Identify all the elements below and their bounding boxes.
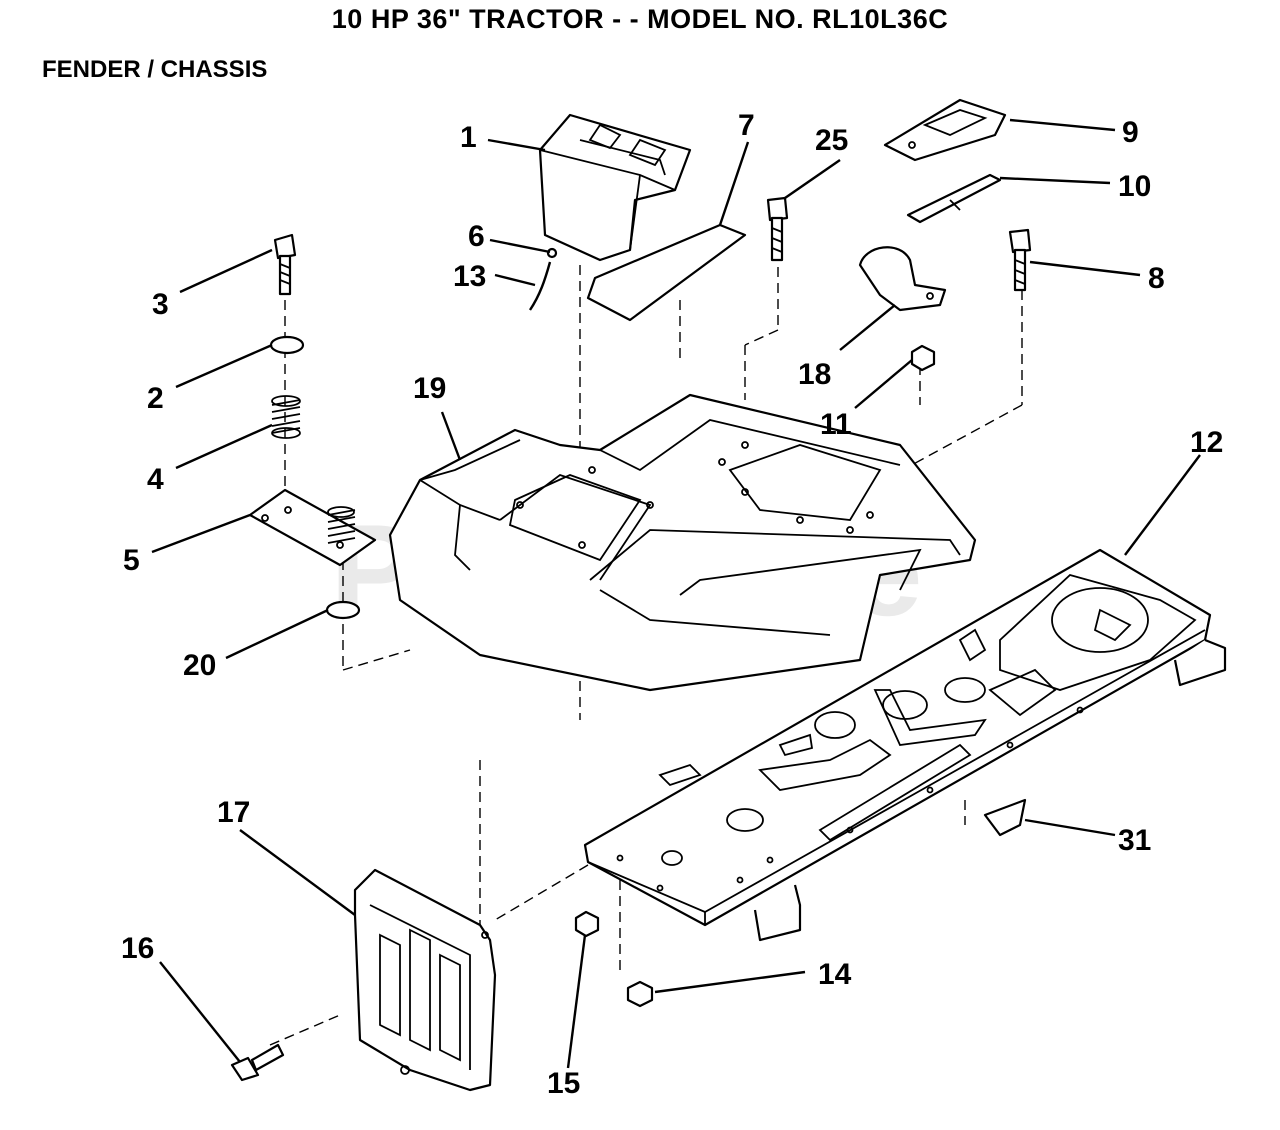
- clamp-part-18: [858, 246, 947, 312]
- callout-2: 2: [147, 382, 164, 415]
- nut-part-11: [910, 344, 936, 372]
- callout-labels: 1 7 25 9 10 6 13 8 3 18 2 19 11 12 4 5 2…: [121, 109, 1223, 1100]
- callout-13: 13: [453, 260, 486, 293]
- callout-4: 4: [147, 463, 164, 496]
- callout-5: 5: [123, 544, 140, 577]
- nut-part-14: [626, 980, 654, 1008]
- callout-10: 10: [1118, 170, 1151, 203]
- plate-part-31: [983, 798, 1027, 837]
- callout-11: 11: [820, 408, 852, 441]
- leader-lines: [151, 118, 1201, 1069]
- callout-15: 15: [547, 1067, 580, 1100]
- washer-part-2: [269, 335, 305, 355]
- callout-19: 19: [413, 372, 446, 405]
- bolt-part-8: [1008, 228, 1032, 292]
- spring-part-4: [271, 395, 301, 439]
- callout-7: 7: [738, 109, 755, 142]
- nut-part-15: [574, 910, 600, 938]
- plate-part-10: [906, 173, 1002, 224]
- diagram-title: 10 HP 36" TRACTOR - - MODEL NO. RL10L36C: [331, 4, 949, 34]
- callout-14: 14: [818, 958, 852, 991]
- bolt-part-16: [230, 1043, 285, 1082]
- section-subtitle: FENDER / CHASSIS: [42, 56, 268, 83]
- callout-20: 20: [183, 649, 216, 682]
- callout-17: 17: [217, 796, 250, 829]
- callout-12: 12: [1190, 426, 1223, 459]
- bracket-plate-part-17: [353, 868, 497, 1092]
- bolt-part-25: [766, 196, 789, 262]
- washer-part-20: [325, 600, 361, 620]
- wire-part-13: [529, 261, 552, 311]
- fender-part-19: [388, 393, 977, 692]
- bracket-part-9: [883, 98, 1007, 162]
- spring-lower: [327, 506, 356, 544]
- chassis-frame-part-12: [583, 548, 1227, 942]
- bolt-part-3: [273, 233, 297, 296]
- plate-part-5: [248, 488, 377, 567]
- decal-part-7: [586, 223, 747, 322]
- callout-25: 25: [815, 124, 848, 157]
- callout-16: 16: [121, 932, 154, 965]
- callout-18: 18: [798, 358, 831, 391]
- callout-9: 9: [1122, 116, 1139, 149]
- callout-8: 8: [1148, 262, 1165, 295]
- callout-31: 31: [1118, 824, 1151, 857]
- callout-6: 6: [468, 220, 485, 253]
- callout-1: 1: [460, 121, 477, 154]
- callout-3: 3: [152, 288, 169, 321]
- tray-part-1: [538, 113, 692, 262]
